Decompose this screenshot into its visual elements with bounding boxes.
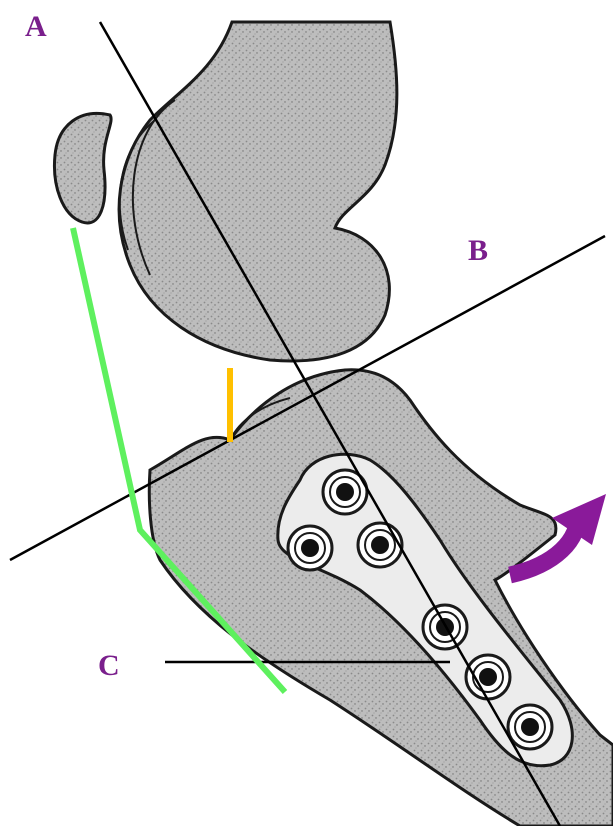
label-c: C (98, 649, 120, 682)
femur-bone (119, 22, 397, 361)
label-a: A (25, 10, 47, 43)
screw-2 (288, 526, 332, 570)
screw-3 (358, 523, 402, 567)
screw-6 (508, 705, 552, 749)
patella-bone (54, 113, 111, 223)
label-b: B (468, 234, 488, 267)
screw-5 (466, 655, 510, 699)
